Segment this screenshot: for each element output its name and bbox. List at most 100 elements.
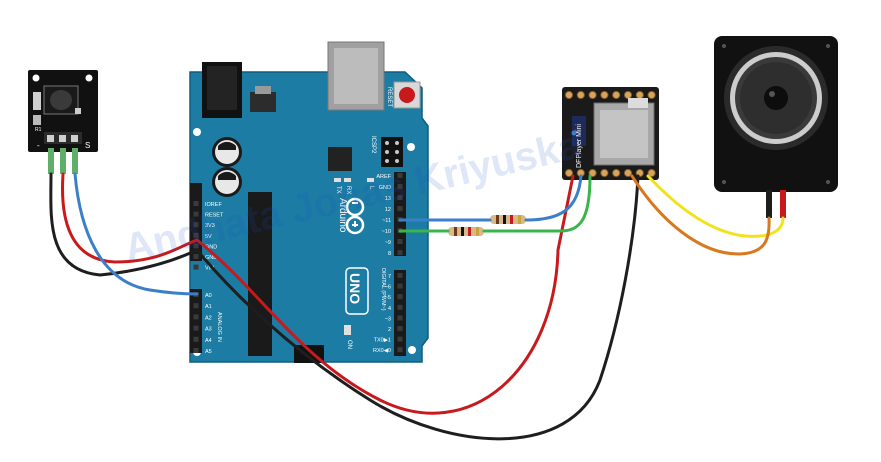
dfplayer-pin: [564, 168, 574, 178]
header-pin-hole: [397, 173, 403, 178]
resistor-1k-bottom: [448, 227, 484, 236]
pin-label: 5V: [205, 234, 212, 240]
dfplayer-pin: [576, 90, 585, 100]
dfplayer-pin: [600, 168, 609, 178]
header-pin-hole: [193, 325, 199, 331]
pin-label: 7: [388, 274, 391, 280]
header-pin-hole: [193, 303, 199, 309]
header-pin-hole: [397, 304, 403, 310]
arduino-model: UNO: [347, 273, 363, 304]
pin-label: 4: [388, 306, 391, 312]
rx-label: RX: [345, 186, 351, 194]
arduino-brand: Arduino: [337, 198, 348, 233]
header-pin-hole: [193, 264, 199, 270]
wire-ir-gnd: [49, 172, 199, 277]
wire-pin11-rx-2: [524, 174, 583, 222]
dfplayer-pin: [647, 168, 656, 178]
dfplayer-pin: [612, 90, 621, 100]
pin-label: AREF: [376, 174, 391, 180]
pin-label: VIN: [205, 266, 214, 272]
header-pin-hole: [397, 315, 403, 321]
tx-label: TX: [335, 186, 341, 194]
arduino-logo: [345, 197, 365, 235]
atmega-chip: [248, 192, 272, 356]
header-pin-hole: [397, 250, 403, 255]
header-pin-hole: [397, 273, 403, 278]
pin-label: 13: [385, 196, 391, 202]
pin-label: RESET: [205, 213, 224, 219]
header-pin-hole: [193, 314, 199, 320]
pin-label: GND: [205, 255, 217, 261]
pin-label: A4: [205, 338, 212, 344]
dfplayer-pin: [564, 90, 574, 100]
pin-label: ~9: [385, 240, 391, 246]
digital-header-top: [394, 172, 406, 256]
ir-pin-signal: [71, 135, 78, 142]
resistor-chip: [33, 92, 41, 110]
pin-label: A0: [205, 293, 212, 299]
header-pin-hole: [193, 243, 199, 249]
digital-header-bottom: [394, 270, 406, 356]
wire-speaker-plus: [646, 174, 785, 238]
pin-label: A2: [205, 315, 212, 321]
header-pin-hole: [193, 336, 199, 342]
header-pin-hole: [397, 283, 403, 289]
wire-ir-vcc: [61, 172, 199, 264]
analog-header: [190, 289, 202, 353]
analog-in-label: ANALOG IN: [216, 312, 222, 342]
pin-label: A5: [205, 349, 212, 355]
pin-label: 12: [385, 207, 391, 213]
pin-label: 3V3: [205, 223, 215, 229]
pin-label: GND: [379, 185, 391, 191]
pin-label: A3: [205, 327, 212, 333]
pin-label: TX0▶1: [374, 338, 391, 344]
resistor-1k-top: [490, 215, 526, 224]
speaker-cone-center: [764, 86, 788, 110]
header-pin-hole: [397, 206, 403, 211]
pin-label: ~5: [385, 295, 391, 301]
wire-5v-to-dfplayer: [195, 174, 575, 415]
digital-pwm-label: DIGITAL (PWM~): [380, 268, 386, 311]
pin-label: A1: [205, 304, 212, 310]
pin-label: ~10: [382, 229, 391, 235]
voltage-regulator: [250, 92, 276, 112]
wire-pin10-tx-2: [482, 174, 592, 233]
pin-label: RX0◀0: [373, 348, 391, 354]
header-pin-hole: [397, 347, 403, 353]
dfplayer-pin: [635, 90, 644, 100]
ir-pin-minus-label: -: [37, 141, 40, 150]
header-pin-hole: [193, 222, 199, 228]
dfplayer-label: DFPlayer Mini: [576, 124, 583, 168]
header-pin-hole: [193, 201, 199, 206]
dfplayer-chip: [572, 116, 586, 146]
module-marking: R1: [35, 127, 42, 133]
header-pin-hole: [193, 254, 199, 259]
ir-pin-minus: [47, 135, 54, 142]
icsp2-label: ICSP2: [370, 136, 376, 154]
header-pin-hole: [193, 348, 199, 353]
pin-label: 8: [388, 251, 391, 257]
dfplayer-pin: [600, 90, 609, 100]
header-pin-hole: [397, 195, 403, 200]
speaker: [714, 36, 838, 218]
usb-interface-chip: [328, 147, 352, 171]
pin-label: ~11: [382, 218, 391, 224]
header-pin-hole: [397, 336, 403, 342]
pin-label: IOREF: [205, 202, 222, 208]
wires: [49, 172, 785, 441]
l-label: L: [368, 186, 374, 190]
reset-label: RESET: [386, 87, 392, 107]
header-pin-hole: [397, 294, 403, 300]
ir-receiver-module: R1 - S: [28, 70, 98, 174]
pin-label: 2: [388, 327, 391, 333]
header-pin-hole: [193, 232, 199, 238]
ir-pin-s-label: S: [85, 141, 90, 150]
wire-speaker-minus: [630, 174, 771, 256]
wire-ir-signal: [73, 172, 199, 296]
dfplayer-pin: [588, 90, 597, 100]
